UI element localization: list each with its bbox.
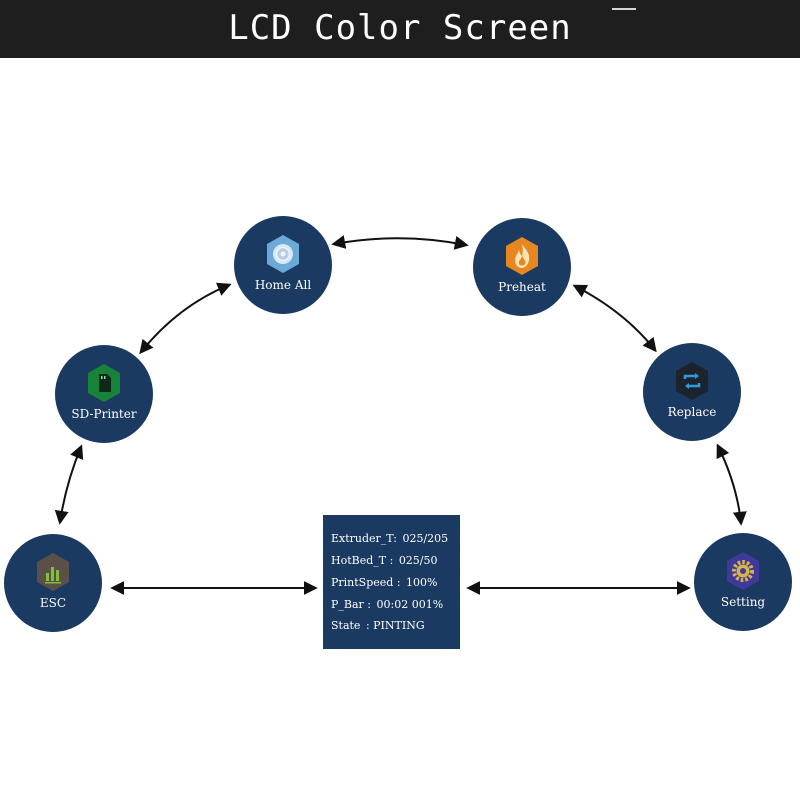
home-gear-icon [267,235,299,273]
print-speed-value: 100% [406,576,438,589]
print-status-panel: Extruder_T: 025/205 HotBed_T : 025/50 Pr… [323,515,460,649]
print-speed-row: PrintSpeed : 100% [331,576,437,589]
replace-button[interactable]: Replace [643,343,741,441]
hotbed-temp-value: 025/50 [398,554,438,567]
esc-button[interactable]: ESC [4,534,102,632]
swap-arrows-icon [676,362,708,400]
setting-button[interactable]: Setting [694,533,792,631]
bar-chart-icon [37,553,69,591]
progress-bar-row: P_Bar : 00:02 001% [331,598,443,611]
sd-card-icon [88,364,120,402]
extruder-temp-value: 025/205 [402,532,449,545]
home-all-label: Home All [254,278,312,292]
setting-label: Setting [720,595,766,609]
print-speed-label: PrintSpeed : [331,576,401,589]
sd-printer-button[interactable]: SD-Printer [55,345,153,443]
progress-bar-label: P_Bar : [331,598,372,611]
esc-label: ESC [39,596,67,610]
extruder-temp-label: Extruder_T: [331,532,397,545]
hotbed-temp-row: HotBed_T : 025/50 [331,554,438,567]
progress-bar-value: 00:02 001% [376,598,444,611]
cog-icon [727,552,759,590]
arrow-esc-sdprinter [54,444,84,525]
home-all-button[interactable]: Home All [234,216,332,314]
arrow-replace-setting [716,443,747,526]
arrow-preheat-replace [572,284,657,353]
flame-icon [506,237,538,275]
state-value: : PINTING [365,619,425,632]
preheat-label: Preheat [498,280,546,294]
sd-printer-label: SD-Printer [71,407,137,421]
arrow-homeall-preheat [331,235,469,250]
header-bar: LCD Color Screen [0,0,800,58]
hotbed-temp-label: HotBed_T : [331,554,394,567]
arrow-sdprinter-homeall [139,282,232,355]
header-title: LCD Color Screen [228,8,572,48]
preheat-button[interactable]: Preheat [473,218,571,316]
state-row: State : PINTING [331,619,425,632]
replace-label: Replace [667,405,717,419]
header-dash [612,8,636,10]
state-label: State [331,619,361,632]
extruder-temp-row: Extruder_T: 025/205 [331,532,448,545]
